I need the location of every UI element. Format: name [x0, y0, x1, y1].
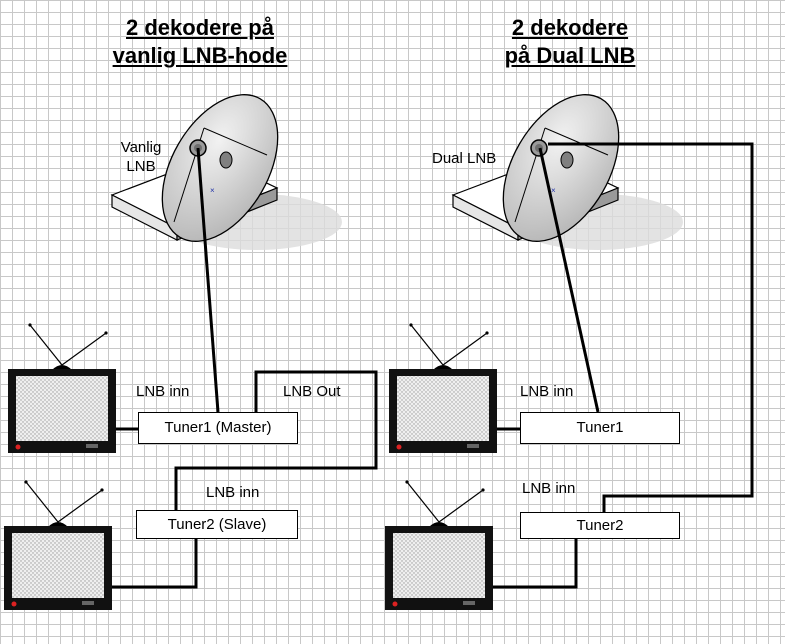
cable-dish-to-tuner1-left — [196, 147, 220, 413]
lnb-label-left-line2: LNB — [126, 158, 156, 175]
tuner1-master-box: Tuner1 (Master) — [138, 412, 298, 444]
lnb-label-left: Vanlig LNB — [116, 138, 166, 176]
lnb-out-label-left: LNB Out — [283, 383, 341, 400]
cable-dish-to-tuner1-right — [538, 147, 600, 413]
cable-lnb-out-to-tuner2 — [174, 370, 378, 510]
tv-icon-right-bottom — [384, 479, 494, 611]
lnb-in-label-right-2: LNB inn — [522, 480, 576, 497]
satellite-dish-right — [452, 73, 684, 263]
tuner1-right-box: Tuner1 — [520, 412, 680, 444]
cable-dish-to-tuner2-right — [548, 142, 754, 512]
lnb-in-label-right-1: LNB inn — [520, 383, 574, 400]
cable-tv2-to-tuner2-left — [112, 539, 198, 589]
tuner2-slave-box: Tuner2 (Slave) — [136, 510, 298, 539]
title-right: 2 dekodere på Dual LNB — [460, 14, 680, 70]
lnb-label-left-line1: Vanlig — [120, 139, 162, 156]
title-left-line2: vanlig LNB-hode — [112, 43, 288, 68]
tv-icon-left-top — [7, 322, 117, 454]
tv-icon-right-top — [388, 322, 498, 454]
title-left-line1: 2 dekodere på — [126, 15, 274, 40]
title-right-line1: 2 dekodere — [511, 15, 629, 40]
tv-icon-left-bottom — [3, 479, 113, 611]
tuner2-right-box: Tuner2 — [520, 512, 680, 539]
lnb-in-label-left-1: LNB inn — [136, 383, 190, 400]
title-right-line2: på Dual LNB — [504, 43, 636, 68]
lnb-in-label-left-2: LNB inn — [206, 484, 260, 501]
dual-lnb-label: Dual LNB — [432, 150, 497, 167]
title-left: 2 dekodere på vanlig LNB-hode — [80, 14, 320, 70]
cable-tv2-to-tuner2-right — [493, 539, 578, 589]
